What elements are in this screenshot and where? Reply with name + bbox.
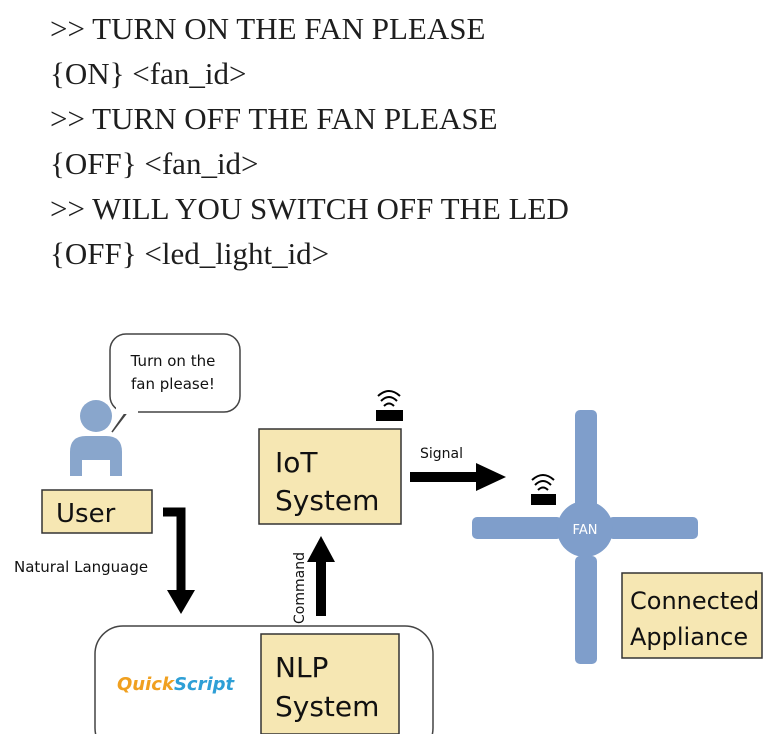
wifi-icon bbox=[376, 390, 403, 421]
quickscript-logo: QuickScript bbox=[117, 674, 236, 695]
iot-system-box bbox=[258, 428, 402, 525]
natural-language-label: Natural Language bbox=[14, 558, 148, 576]
nlp-system-box bbox=[260, 633, 400, 734]
fan-wifi-icon bbox=[531, 474, 556, 505]
speech-bubble: Turn on the fan please! bbox=[109, 333, 241, 433]
iot-system-line-2: System bbox=[275, 484, 379, 517]
command-label: Command bbox=[292, 552, 308, 624]
signal-arrow bbox=[410, 463, 506, 491]
natural-language-arrow bbox=[163, 507, 195, 614]
command-line-1: >> TURN ON THE FAN PLEASE bbox=[50, 11, 486, 46]
signal-label: Signal bbox=[420, 446, 463, 462]
command-arrow bbox=[307, 536, 335, 616]
user-box bbox=[41, 489, 153, 534]
connected-appliance-line-2: Appliance bbox=[630, 623, 748, 651]
fan-label: FAN bbox=[573, 523, 598, 538]
command-examples: >> TURN ON THE FAN PLEASE {ON} <fan_id> … bbox=[50, 6, 569, 276]
nlp-system-line-2: System bbox=[275, 690, 379, 723]
user-label: User bbox=[56, 499, 116, 529]
nlp-system-line-1: NLP bbox=[275, 651, 328, 684]
command-line-6: {OFF} <led_light_id> bbox=[50, 236, 330, 271]
command-line-4: {OFF} <fan_id> bbox=[50, 146, 259, 181]
person-icon bbox=[70, 400, 122, 476]
speech-bubble-line-1: Turn on the bbox=[130, 352, 216, 370]
speech-bubble-line-2: fan please! bbox=[131, 375, 215, 393]
command-line-3: >> TURN OFF THE FAN PLEASE bbox=[50, 101, 498, 136]
command-line-2: {ON} <fan_id> bbox=[50, 56, 247, 91]
connected-appliance-line-1: Connected bbox=[630, 587, 759, 615]
iot-system-line-1: IoT bbox=[275, 446, 318, 479]
fan-icon bbox=[472, 410, 698, 664]
connected-appliance-box bbox=[621, 572, 763, 659]
command-line-5: >> WILL YOU SWITCH OFF THE LED bbox=[50, 191, 569, 226]
